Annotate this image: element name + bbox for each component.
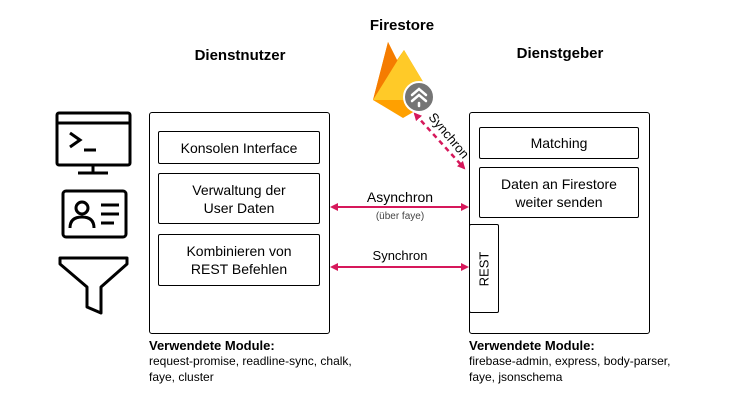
server-modules-list: firebase-admin, express, body-parser, fa… bbox=[469, 354, 671, 384]
console-interface-box: Konsolen Interface bbox=[158, 131, 320, 164]
firestore-send-box: Daten an Firestore weiter senden bbox=[479, 167, 639, 218]
rest-commands-box: Kombinieren von REST Befehlen bbox=[158, 234, 320, 286]
server-heading: Dienstgeber bbox=[516, 45, 604, 62]
user-data-box: Verwaltung der User Daten bbox=[158, 173, 320, 224]
client-heading: Dienstnutzer bbox=[194, 47, 286, 64]
rest-label: REST bbox=[476, 251, 492, 286]
rest-box: REST bbox=[469, 224, 499, 313]
matching-box: Matching bbox=[479, 127, 639, 159]
async-sublabel: (über faye) bbox=[375, 211, 425, 222]
client-modules-title: Verwendete Module: bbox=[149, 338, 275, 353]
server-modules-title: Verwendete Module: bbox=[469, 338, 595, 353]
async-label: Asynchron bbox=[366, 189, 434, 205]
client-modules-list: request-promise, readline-sync, chalk, f… bbox=[149, 354, 352, 384]
sync-label: Synchron bbox=[372, 248, 428, 263]
firestore-label: Firestore bbox=[369, 17, 435, 34]
